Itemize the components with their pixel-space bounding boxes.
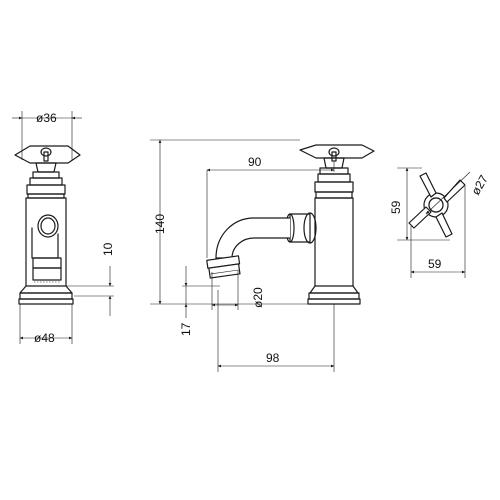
- dim-height-140: 140: [153, 214, 167, 234]
- dim-diameter-20: ø20: [251, 287, 265, 308]
- top-view: 59 59 ø27: [389, 167, 491, 278]
- dim-diameter-27: ø27: [468, 172, 491, 197]
- side-view: 140 90 ø20 17 98: [150, 139, 375, 372]
- dim-height-59: 59: [389, 200, 403, 214]
- dim-diameter-48: ø48: [34, 331, 55, 345]
- dim-width-98: 98: [266, 351, 280, 365]
- dim-height-10: 10: [101, 242, 115, 256]
- dim-height-17: 17: [179, 322, 193, 336]
- dim-diameter-36: ø36: [36, 111, 57, 125]
- dim-width-90: 90: [248, 155, 262, 169]
- front-view: ø36 ø48 10: [12, 111, 115, 345]
- dim-width-59: 59: [428, 257, 442, 271]
